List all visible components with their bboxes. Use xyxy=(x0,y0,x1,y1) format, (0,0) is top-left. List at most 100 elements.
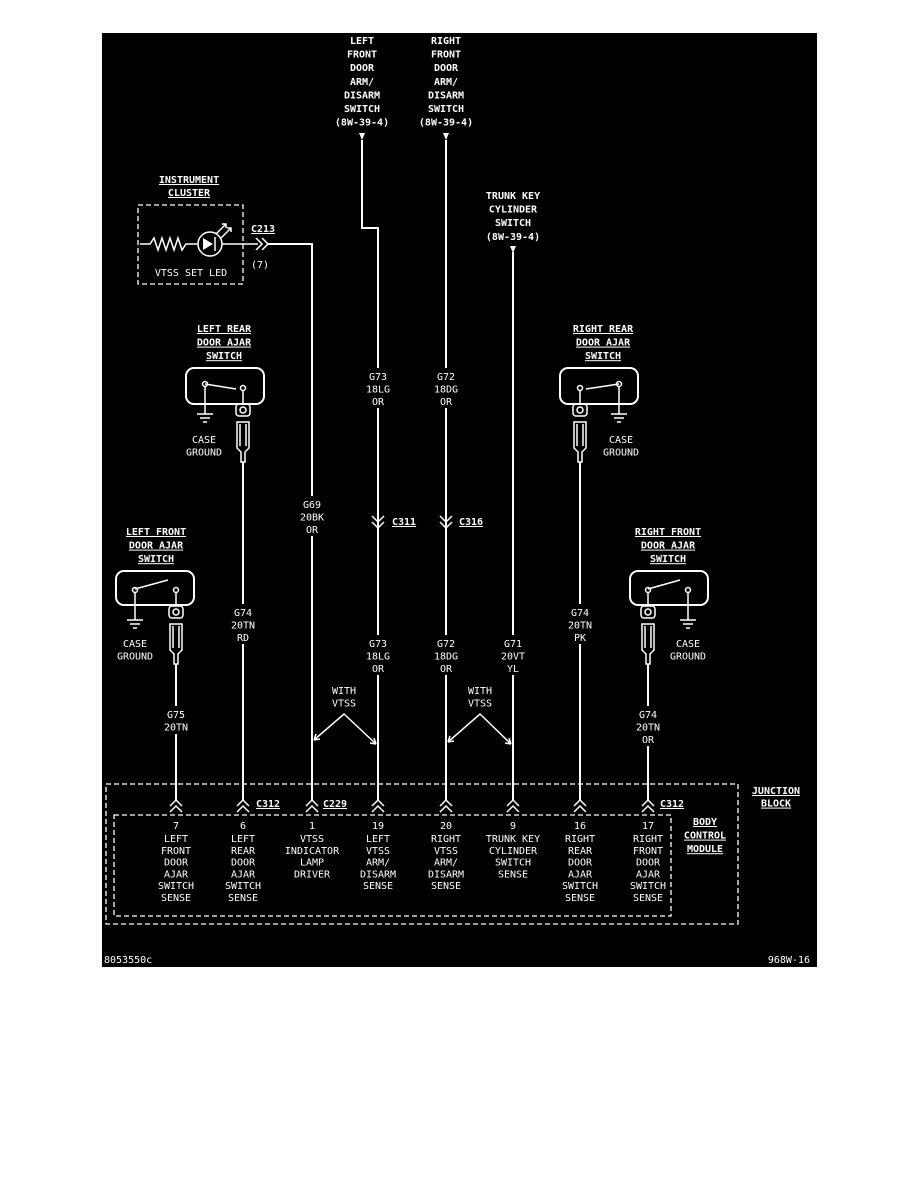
text-line: OR xyxy=(372,397,385,408)
text-line: DOOR AJAR xyxy=(641,541,696,552)
text-line: CYLINDER xyxy=(489,846,538,857)
text-line: G72 xyxy=(437,372,455,383)
text-line: AJAR xyxy=(164,869,189,880)
terminal-icon xyxy=(572,403,588,417)
text-line: AJAR xyxy=(568,869,593,880)
text-line: G73 xyxy=(369,372,387,383)
text-line: DOOR xyxy=(350,63,375,74)
terminal-plug-icon xyxy=(236,421,250,463)
text-line: YL xyxy=(507,664,519,675)
pin-connector-icon xyxy=(439,798,453,813)
text-line: GROUND xyxy=(117,652,153,663)
text-line: DOOR AJAR xyxy=(576,338,631,349)
c312-left-label: C312 xyxy=(256,799,280,810)
text-line: DOOR xyxy=(434,63,459,74)
connector-arrow-icon xyxy=(443,133,449,140)
text-line: SWITCH xyxy=(650,554,686,565)
text-line: RIGHT xyxy=(431,834,461,845)
text-line: SWITCH xyxy=(630,881,666,892)
text-line: SWITCH xyxy=(225,881,261,892)
label-gap xyxy=(632,706,664,746)
lf-switch-box xyxy=(115,570,195,606)
text-line: 18DG xyxy=(434,651,458,662)
c213-label: C213 xyxy=(251,224,275,235)
text-line: SWITCH xyxy=(206,351,242,362)
text-line: LEFT xyxy=(231,834,255,845)
arrow-head-icon xyxy=(369,737,377,745)
arrow-head-icon xyxy=(313,733,321,741)
bcm-pin-number: 20 xyxy=(440,821,452,832)
text-line: AJAR xyxy=(231,869,256,880)
text-line: (8W-39-4) xyxy=(419,118,473,129)
text-line: 18LG xyxy=(366,651,390,662)
lr-switch-box xyxy=(185,367,265,405)
pin-connector-icon xyxy=(506,798,520,813)
label-gap xyxy=(430,635,462,675)
wire-g69 xyxy=(268,243,313,800)
text-line: (8W-39-4) xyxy=(335,118,389,129)
text-line: MODULE xyxy=(687,844,723,855)
text-line: G75 xyxy=(167,710,185,721)
label-gap xyxy=(497,635,529,675)
connector-c311-icon xyxy=(371,515,385,530)
ground-icon xyxy=(127,619,143,629)
wire-g73 xyxy=(361,140,379,800)
text-line: DOOR xyxy=(164,858,189,869)
pin-connector-icon xyxy=(641,798,655,813)
terminal-plug-icon xyxy=(641,623,655,665)
terminal-icon xyxy=(640,605,656,619)
terminal-hole-icon xyxy=(172,608,180,616)
text-line: DISARM xyxy=(360,869,396,880)
text-line: PK xyxy=(574,633,586,644)
c311-label: C311 xyxy=(392,517,416,528)
bcm-pin-number: 6 xyxy=(240,821,246,832)
pin-connector-icon xyxy=(573,798,587,813)
text-line: VTSS xyxy=(366,846,390,857)
option-branch-right xyxy=(447,712,512,745)
text-line: RIGHT xyxy=(633,834,663,845)
text-line: DISARM xyxy=(428,869,464,880)
text-line: LEFT FRONT xyxy=(126,527,186,538)
text-line: VTSS xyxy=(468,698,492,709)
arrow-head-icon xyxy=(447,735,455,743)
text-line: SENSE xyxy=(161,893,191,904)
diagram-background xyxy=(102,33,817,967)
bcm-pin-number: 1 xyxy=(309,821,315,832)
text-line: 20TN xyxy=(164,722,188,733)
terminal-plug-icon xyxy=(169,623,183,665)
text-line: CASE xyxy=(676,639,700,650)
switch-arm-icon xyxy=(647,579,681,590)
text-line: DOOR AJAR xyxy=(129,541,184,552)
text-line: LEFT xyxy=(350,36,374,47)
text-line: RD xyxy=(237,633,249,644)
text-line: CYLINDER xyxy=(489,205,538,216)
text-line: VTSS xyxy=(332,698,356,709)
text-line: INSTRUMENT xyxy=(159,175,219,186)
text-line: GROUND xyxy=(603,448,639,459)
text-line: DRIVER xyxy=(294,869,331,880)
text-line: 18LG xyxy=(366,384,390,395)
pin-connector-icon xyxy=(169,798,183,813)
option-branch-left xyxy=(313,712,377,745)
text-line: SENSE xyxy=(633,893,663,904)
text-line: CASE xyxy=(123,639,147,650)
text-line: G69 xyxy=(303,500,321,511)
text-line: REAR xyxy=(231,846,256,857)
c312-right-label: C312 xyxy=(660,799,684,810)
text-line: DISARM xyxy=(344,90,380,101)
text-line: LAMP xyxy=(300,858,324,869)
resistor-icon xyxy=(140,235,198,253)
text-line: BODY xyxy=(693,817,717,828)
text-line: RIGHT xyxy=(565,834,595,845)
